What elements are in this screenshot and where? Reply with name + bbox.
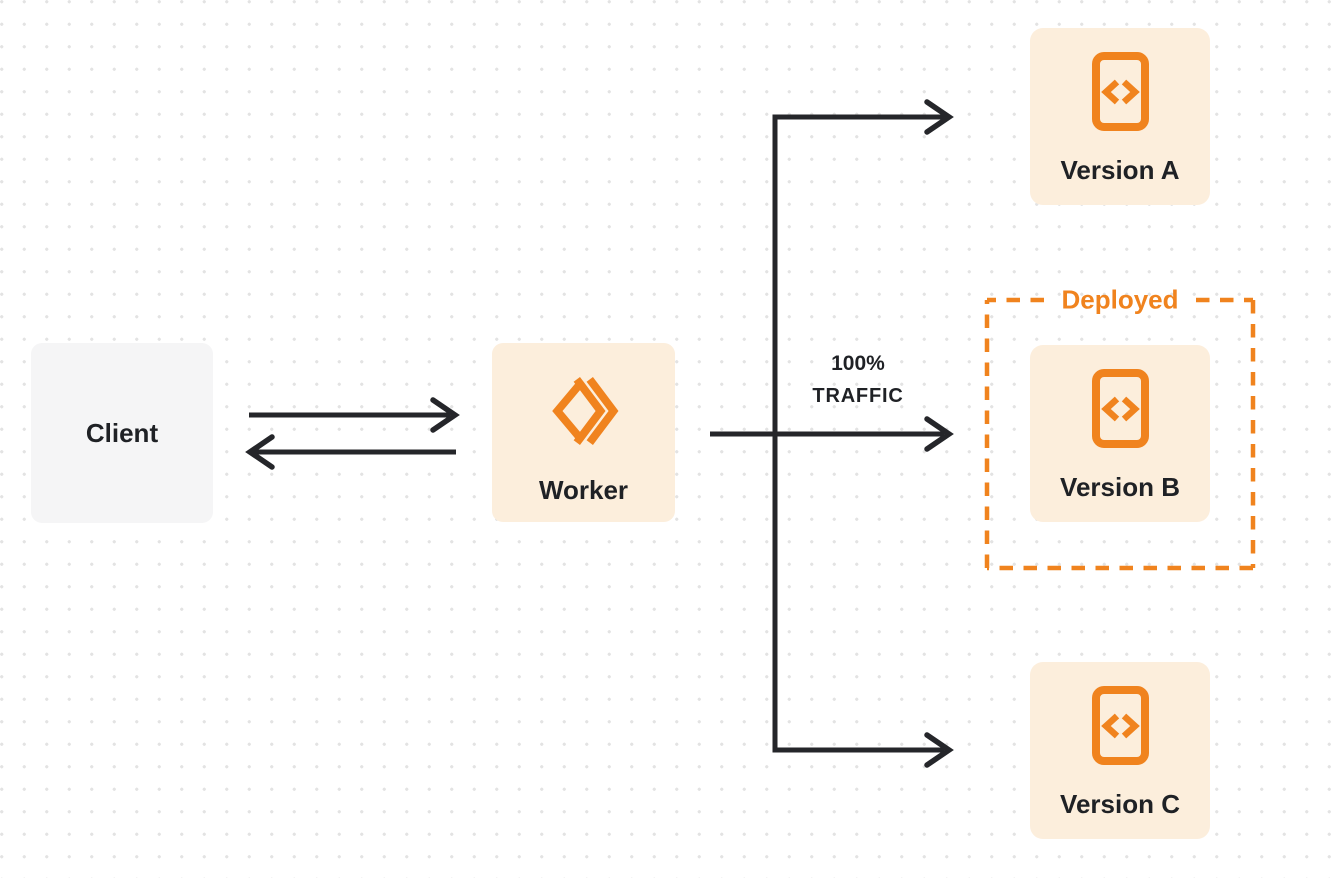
workers-logo-icon [551, 376, 618, 446]
code-file-icon [1091, 369, 1149, 448]
traffic-annotation: 100% TRAFFIC [812, 347, 903, 413]
arrowhead-right [924, 99, 954, 135]
version-b-node: Version B [1030, 345, 1210, 522]
client-label: Client [85, 418, 159, 448]
code-file-icon [1091, 686, 1149, 765]
deployed-annotation: Deployed [1061, 284, 1179, 315]
code-file-icon [1091, 52, 1149, 131]
arrowhead-left [245, 434, 275, 470]
version-a-label: Version A [1060, 155, 1180, 185]
traffic-percent-text: 100% [831, 352, 885, 375]
version-c-label: Version C [1060, 789, 1180, 819]
arrowhead-right [430, 397, 460, 433]
arrowhead-right [924, 732, 954, 768]
version-c-node: Version C [1030, 662, 1210, 839]
worker-label: Worker [538, 475, 629, 505]
version-b-label: Version B [1060, 472, 1180, 502]
edge-branch-trunk [772, 114, 944, 753]
arrowhead-right [924, 416, 954, 452]
client-node: Client [31, 343, 213, 523]
version-a-node: Version A [1030, 28, 1210, 205]
traffic-word-text: TRAFFIC [812, 385, 904, 407]
worker-node: Worker [492, 343, 675, 522]
